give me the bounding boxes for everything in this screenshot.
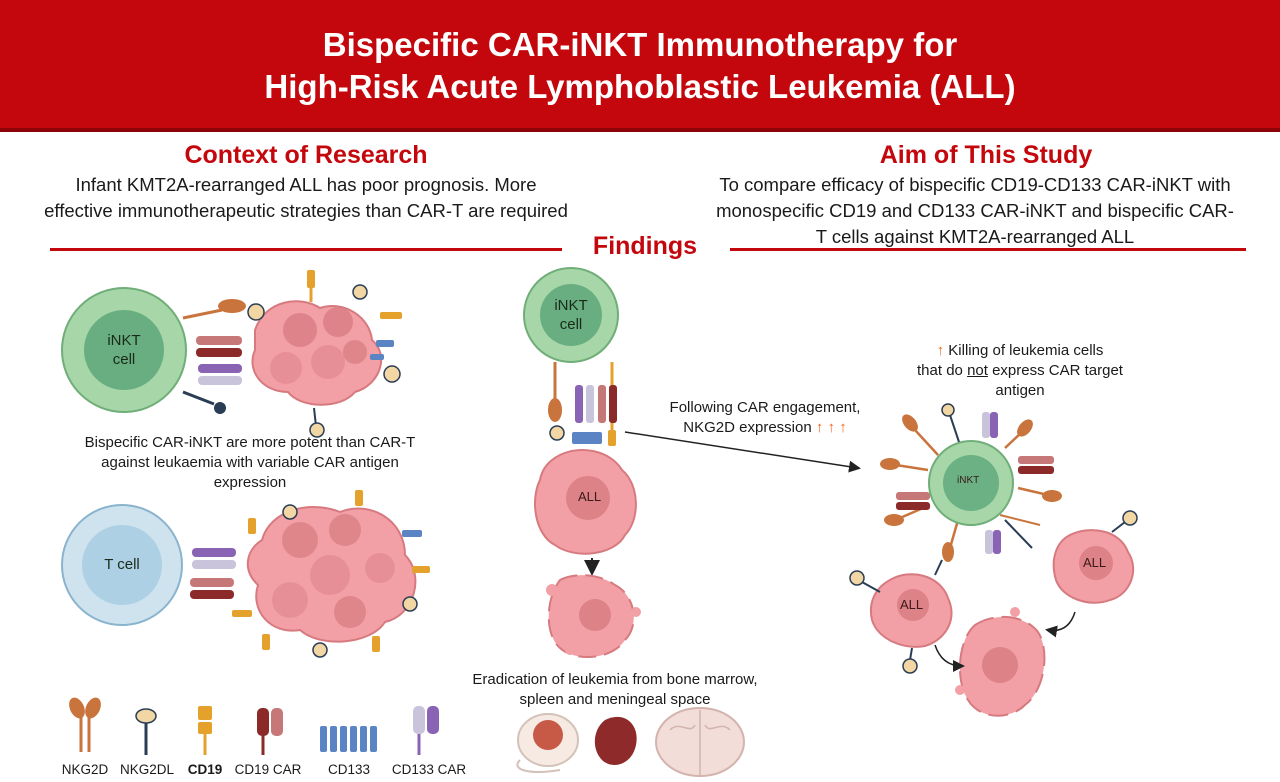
title-line-2: High-Risk Acute Lymphoblastic Leukemia (… [264,68,1016,105]
context-line-2: effective immunotherapeutic strategies t… [44,200,568,221]
center-all-cell [534,449,637,555]
killing-line-2-a: that do [917,362,968,379]
engagement-text: Following CAR engagement, NKG2D expressi… [640,398,890,438]
right-inkt-receptors [880,403,1062,562]
right-inkt-label: iNKT [957,475,980,486]
center-inkt-label-l2: cell [559,316,583,333]
left-inkt-label-l2: cell [112,351,136,368]
legend-nkg2d-label: NKG2D [61,762,109,777]
right-leukemia-debris [955,607,1046,717]
aim-line-1: To compare efficacy of bispecific CD19-C… [719,174,1231,195]
t-cell-label: T cell [104,556,140,573]
title-line-1: Bispecific CAR-iNKT Immunotherapy for [322,26,958,63]
left-inkt-cell-label: iNKT cell [94,331,154,369]
killing-up-arrow: ↑ [936,342,945,359]
legend-cd133-label: CD133 [327,762,371,777]
aim-line-2: monospecific CD19 and CD133 CAR-iNKT and… [716,200,1234,221]
killing-text: ↑ Killing of leukemia cells that do not … [880,341,1160,401]
left-top-leukemia-cluster [247,270,402,438]
left-inkt-receptors [182,299,246,414]
center-inkt-cell-label: iNKT cell [546,296,596,334]
right-arrow-2 [934,644,965,672]
bone-marrow-icon [516,713,579,773]
engagement-line-2: NKG2D expression ↑ ↑ ↑ [640,418,890,438]
right-all-label-2: ALL [900,597,924,612]
context-text: Infant KMT2A-rearranged ALL has poor pro… [0,172,612,224]
killing-line-3: antigen [995,382,1045,399]
brain-icon [655,707,745,777]
legend-cd133-car-label: CD133 CAR [391,762,467,777]
right-arrow-1 [1045,611,1076,638]
findings-rule-left [50,248,562,251]
legend-cd133-glyph [320,726,377,752]
killing-line-2-not: not [967,362,988,379]
spleen-icon [594,716,637,765]
legend-nkg2dl-glyph [135,708,157,755]
left-bottom-leukemia-cluster [232,490,430,658]
legend-cd133-car-glyph [413,706,439,755]
right-all-label-1: ALL [1083,555,1107,570]
engagement-line-2-text: NKG2D expression [683,419,812,436]
aim-line-3: T cells against KMT2A-rearranged ALL [815,226,1135,247]
center-all-label: ALL [578,489,602,504]
legend-cd19-glyph [198,706,212,755]
aim-text: To compare efficacy of bispecific CD19-C… [670,172,1280,250]
legend-cd19-car-glyph [257,708,283,755]
aim-heading: Aim of This Study [879,141,1093,169]
context-heading: Context of Research [184,141,428,169]
potency-line-2: against leukaemia with variable CAR anti… [101,454,399,471]
context-line-1: Infant KMT2A-rearranged ALL has poor pro… [75,174,537,195]
potency-line-3: expression [213,474,287,491]
title-banner: Bispecific CAR-iNKT Immunotherapy for Hi… [0,0,1280,132]
center-leukemia-debris [546,574,641,658]
findings-rule-right [730,248,1246,251]
right-all-cell-2 [849,559,953,674]
left-t-cell [61,504,183,626]
eradication-line-1: Eradication of leukemia from bone marrow… [472,671,758,688]
potency-line-1: Bispecific CAR-iNKT are more potent than… [84,434,416,451]
findings-heading: Findings [592,232,698,260]
legend-cd19-car-label: CD19 CAR [234,762,302,777]
engagement-arrow [624,431,861,473]
killing-line-2: that do not express CAR target [880,361,1160,381]
legend-cd19-label: CD19 [187,762,223,777]
left-inkt-label-l1: iNKT [107,332,141,349]
legend-nkg2dl-label: NKG2DL [119,762,175,777]
killing-line-2-b: express CAR target [987,362,1123,379]
left-t-cell-receptors [190,548,236,599]
killing-line-1: ↑ Killing of leukemia cells [880,341,1160,361]
eradication-text: Eradication of leukemia from bone marrow… [440,670,790,710]
center-inkt-label-l1: iNKT [554,297,588,314]
engagement-line-1: Following CAR engagement, [669,399,861,416]
potency-text: Bispecific CAR-iNKT are more potent than… [40,433,460,493]
right-all-cell-1 [1052,510,1138,604]
page-title: Bispecific CAR-iNKT Immunotherapy for Hi… [0,24,1280,108]
center-inkt-cell [523,267,619,446]
left-inkt-cell [61,287,187,413]
killing-line-1-text: Killing of leukemia cells [948,342,1104,359]
eradication-line-2: spleen and meningeal space [519,691,711,708]
legend-nkg2d-glyph [69,697,101,752]
right-inkt-cell [928,440,1014,526]
engagement-up-arrows: ↑ ↑ ↑ [815,419,847,436]
